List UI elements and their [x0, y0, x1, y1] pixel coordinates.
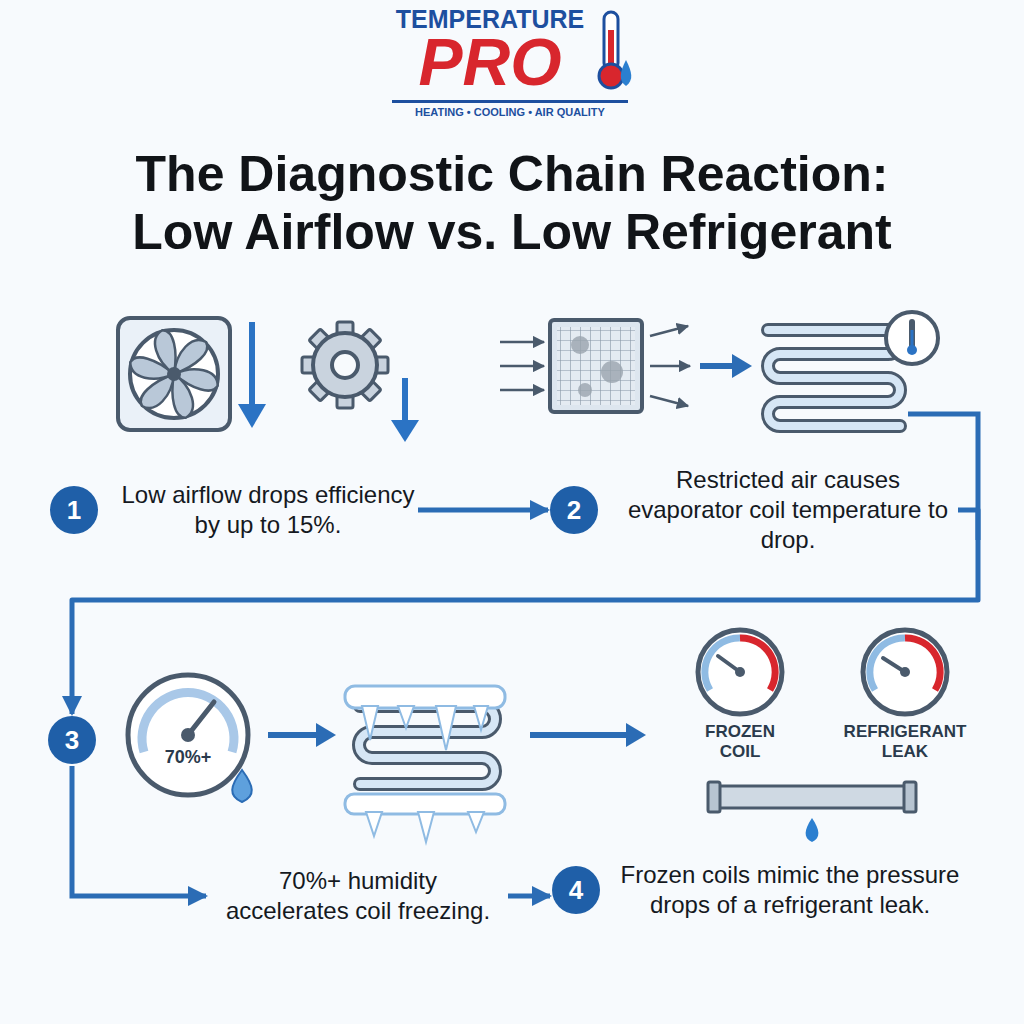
step-number: 4 — [569, 877, 583, 903]
title: The Diagnostic Chain Reaction: Low Airfl… — [107, 146, 917, 261]
step-number: 1 — [67, 497, 81, 523]
step-text: 70%+ humidity accelerates coil freezing. — [218, 866, 498, 926]
step-badge: 4 — [552, 866, 600, 914]
gauge-label: REFRIGERANT LEAK — [835, 722, 975, 761]
step-group: 3 70%+ humidity accelerates coil freezing… — [48, 716, 508, 928]
step-badge: 1 — [50, 486, 98, 534]
step-number: 2 — [567, 497, 581, 523]
step-text: Restricted air causes evaporator coil te… — [618, 465, 958, 555]
step-group: 1 Low airflow drops efficiency by up to 1… — [50, 480, 418, 540]
step-text: Low airflow drops efficiency by up to 15… — [118, 480, 418, 540]
step-group: 4 Frozen coils mimic the pressure drops o… — [552, 860, 960, 920]
flow-arrow — [72, 510, 978, 714]
logo-thermometer — [599, 12, 631, 88]
flow-arrow — [508, 894, 550, 899]
flow-arrow — [418, 508, 548, 513]
gauge-label: FROZEN COIL — [692, 722, 788, 761]
logo-word: PRO — [380, 28, 600, 97]
step-group: 2 Restricted air causes evaporator coil t… — [550, 465, 958, 555]
step-number: 3 — [65, 727, 79, 753]
gauge-reading: 70%+ — [148, 748, 228, 768]
logo-tagline: HEATING • COOLING • AIR QUALITY — [370, 106, 650, 119]
step-badge: 3 — [48, 716, 96, 764]
step-text: Frozen coils mimic the pressure drops of… — [620, 860, 960, 920]
step-badge: 2 — [550, 486, 598, 534]
